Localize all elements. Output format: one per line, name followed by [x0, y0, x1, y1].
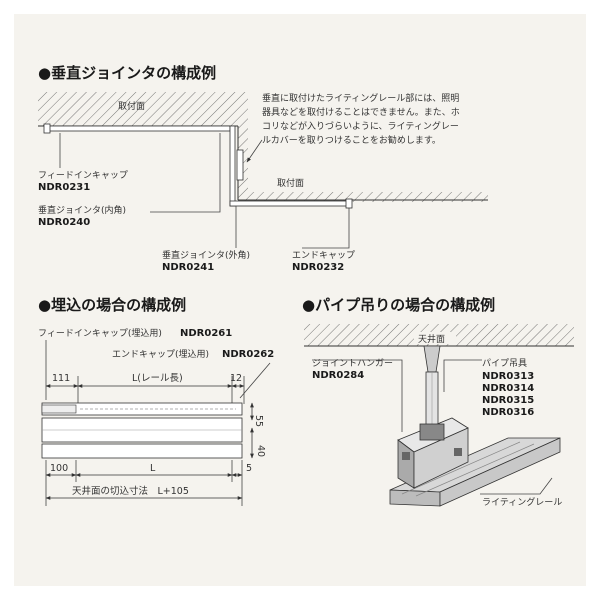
pipe-fitting-code-2: NDR0314 — [482, 383, 534, 394]
rail-label: ライティングレール — [482, 496, 562, 508]
outer-joint-label: 垂直ジョインタ(外角) — [162, 249, 250, 261]
embed-top-dims — [45, 376, 245, 404]
embed-feed-cap-label: フィードインキャップ(埋込用) — [38, 328, 162, 339]
dim-100: 100 — [50, 463, 68, 474]
dim-55: 55 — [253, 415, 264, 427]
note-line-3: コリなどが入りづらいように、ライティングレー — [262, 120, 459, 132]
inner-joint-code: NDR0240 — [38, 217, 90, 228]
inner-joint-leader — [150, 133, 221, 213]
dim-rail-length: L(レール長) — [132, 373, 183, 384]
dim-L: L — [150, 463, 156, 474]
pipe-rail-assembly — [389, 417, 561, 507]
note-line-4: ルカバーを取りつけることをお勧めします。 — [262, 134, 441, 146]
vertical-wall — [237, 92, 248, 200]
note-line-2: 器具などを取付けることはできません。また、ホ — [262, 107, 460, 118]
joint-hanger-leader — [312, 359, 403, 432]
pipe-section-title: ●パイプ吊りの場合の構成例 — [302, 296, 495, 314]
end-cap-leader — [302, 208, 350, 249]
embed-end-cap-label: エンドキャップ(埋込用) — [112, 349, 209, 360]
lower-ceiling — [238, 192, 488, 202]
pipe-hanger — [423, 345, 441, 429]
embed-end-cap-code: NDR0262 — [222, 349, 274, 360]
vertical-section-title: ●垂直ジョインタの構成例 — [38, 64, 216, 82]
dim-12: 12 — [230, 373, 242, 384]
ceiling-label-bg — [414, 332, 456, 344]
note-leader — [246, 139, 263, 163]
lower-ceiling-label: 取付面 — [277, 178, 304, 189]
dim-5: 5 — [246, 463, 252, 474]
note-line-1: 垂直に取付けたライティングレール部には、照明 — [262, 92, 459, 104]
pipe-ceiling-label: 天井面 — [418, 333, 445, 345]
vertical-rail — [43, 123, 353, 209]
pipe-fitting-code-4: NDR0316 — [482, 407, 534, 418]
inner-joint-label: 垂直ジョインタ(内角) — [38, 204, 126, 216]
upper-ceiling — [38, 92, 238, 127]
end-cap-label: エンドキャップ — [292, 250, 355, 261]
vertical-note: 垂直に取付けたライティングレール部には、照明 器具などを取付けることはできません… — [262, 92, 460, 146]
embedded-section-title: ●埋込の場合の構成例 — [38, 296, 186, 314]
embedded-rail — [41, 402, 243, 459]
dim-40: 40 — [255, 445, 266, 457]
pipe-fitting-leader — [443, 359, 482, 392]
upper-ceiling-label: 取付面 — [118, 101, 145, 112]
joint-hanger-code: NDR0284 — [312, 370, 364, 381]
feed-cap-label: フィードインキャップ — [38, 170, 128, 181]
rail-leader — [480, 477, 553, 495]
end-cap-code: NDR0232 — [292, 262, 344, 273]
outer-joint-code: NDR0241 — [162, 262, 214, 273]
pipe-fitting-code-1: NDR0313 — [482, 371, 534, 382]
pipe-fitting-code-3: NDR0315 — [482, 395, 534, 406]
embed-end-cap-leader — [239, 362, 271, 399]
joint-hanger-label: ジョイントハンガー — [312, 358, 393, 369]
dim-111: 111 — [52, 373, 70, 384]
dim-cutout: 天井面の切込寸法 L+105 — [72, 485, 189, 497]
feed-cap-code: NDR0231 — [38, 182, 90, 193]
pipe-fitting-label: パイプ吊具 — [482, 358, 527, 369]
embed-feed-cap-code: NDR0261 — [180, 328, 232, 339]
embed-bottom-dims — [45, 460, 243, 506]
